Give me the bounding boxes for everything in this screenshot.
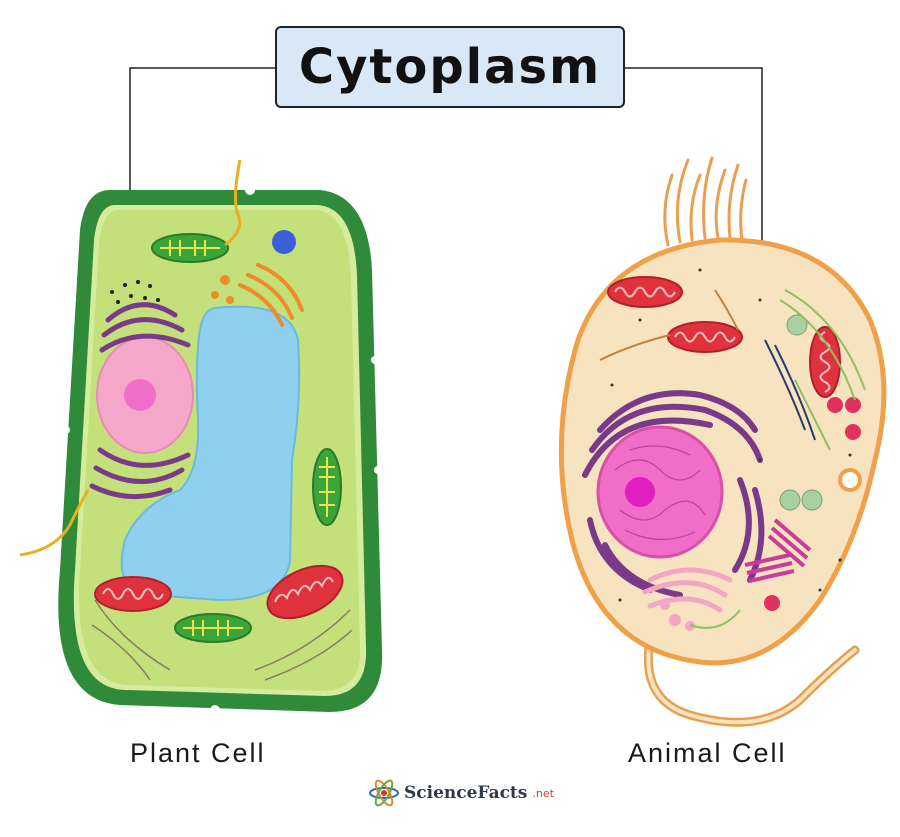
central-vacuole [120, 305, 301, 602]
animal-flagellum-core [646, 638, 857, 725]
animal-mitochondrion-right [809, 326, 841, 398]
plant-ribosomes [110, 280, 160, 304]
animal-mitochondrion-middle [667, 321, 743, 353]
animal-nucleolus [625, 477, 655, 507]
animal-cell-label: Animal Cell [628, 738, 787, 768]
logo-suffix: .net [532, 786, 554, 800]
plant-nucleolus [124, 379, 156, 411]
sciencefacts-logo: ScienceFacts .net [368, 776, 554, 810]
chloroplast-top [151, 233, 229, 263]
plasmodesmata [62, 185, 382, 715]
microvilli [663, 156, 748, 247]
plant-mitochondrion-left [94, 576, 172, 612]
plant-cell [19, 159, 383, 715]
chloroplast-right [312, 448, 342, 526]
plant-strand-top [224, 159, 242, 247]
centrioles [744, 518, 812, 583]
endocytic-vesicle [838, 468, 862, 492]
animal-ribosomes [610, 268, 852, 602]
animal-lysosomes [764, 397, 861, 611]
plant-mitochondrion-right [266, 564, 344, 620]
plant-cell-label: Plant Cell [130, 738, 266, 768]
logo-text: ScienceFacts [404, 783, 528, 803]
plant-peroxisome [272, 230, 296, 254]
animal-peroxisomes [779, 314, 823, 511]
plant-strand-left [19, 489, 90, 557]
chromatin [614, 445, 706, 541]
plant-rough-er [89, 302, 191, 500]
chloroplast-bottom [174, 613, 252, 643]
plant-cytoskeleton [91, 599, 353, 681]
animal-leader-line [625, 67, 763, 280]
diagram-title: Cytoplasm [298, 39, 602, 95]
animal-golgi [642, 567, 733, 613]
animal-cell [558, 156, 887, 727]
atom-icon [369, 779, 399, 807]
animal-mitochondrion-top [607, 276, 683, 308]
animal-nucleus [596, 425, 724, 559]
plant-vesicles [211, 275, 234, 304]
plant-golgi [238, 263, 304, 327]
title-box: Cytoplasm [275, 26, 625, 108]
animal-cytoskeleton [599, 289, 866, 629]
